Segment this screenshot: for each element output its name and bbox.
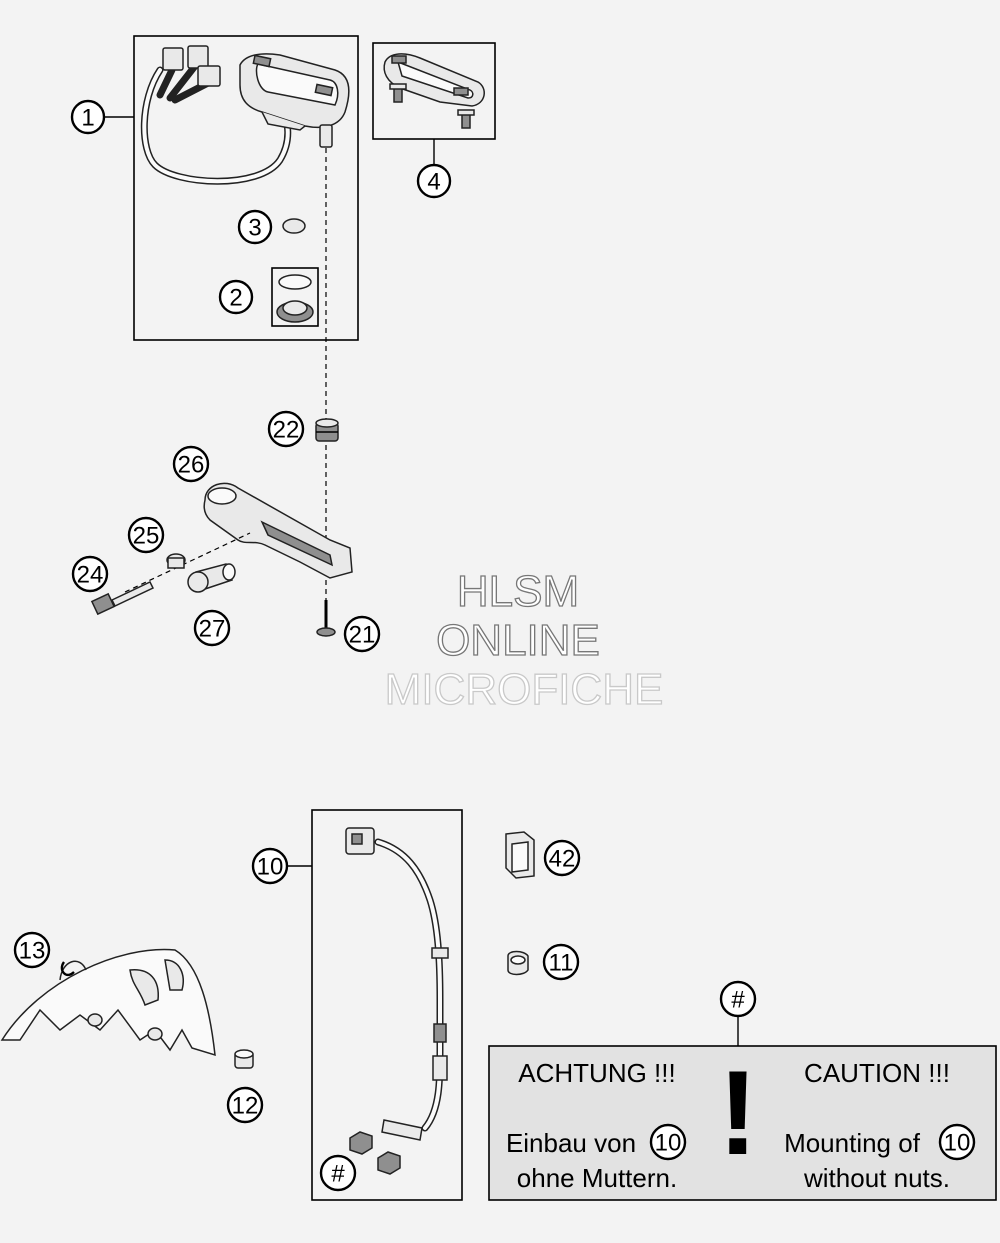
svg-text:13: 13 [19, 938, 46, 965]
group-box-speedometer [133, 35, 359, 341]
caution-german-ref: 10 [649, 1123, 687, 1161]
callout-3: 3 [237, 209, 273, 245]
callout-hash-sensor: # [319, 1154, 357, 1192]
callout-25: 25 [127, 516, 165, 554]
caution-german-line-1: Einbau von [506, 1128, 636, 1158]
part-13-circlip [60, 961, 75, 977]
part-24-bolt [90, 581, 155, 616]
part-2-battery-cover [276, 300, 314, 323]
callout-11: 11 [542, 943, 580, 981]
svg-text:22: 22 [273, 417, 300, 444]
part-12-spacer [234, 1049, 254, 1069]
part-3-cap [282, 218, 306, 234]
callout-hash-caution: # [719, 980, 757, 1018]
watermark-line-2: ONLINE [436, 616, 600, 665]
svg-text:21: 21 [349, 622, 376, 649]
caution-english-ref: 10 [938, 1123, 976, 1161]
speed-sensor-cable [345, 827, 449, 1141]
caution-english-title: CAUTION !!! [804, 1058, 950, 1088]
callout-1: 1 [70, 99, 106, 135]
callout-24: 24 [71, 555, 109, 593]
callout-10: 10 [251, 847, 289, 885]
svg-text:2: 2 [229, 285, 242, 312]
speedometer-wiring-harness [140, 45, 292, 185]
callout-27: 27 [193, 609, 231, 647]
callout-22: 22 [267, 410, 305, 448]
svg-text:#: # [331, 1161, 345, 1188]
svg-text:3: 3 [248, 215, 261, 242]
svg-text:26: 26 [178, 452, 205, 479]
caution-panel: ACHTUNG !!! Einbau von 10 ohne Muttern. … [488, 1045, 997, 1201]
cover-screws [389, 83, 475, 129]
group-box-part-2 [271, 267, 319, 327]
svg-text:25: 25 [133, 523, 160, 550]
svg-text:10: 10 [944, 1130, 971, 1157]
svg-text:4: 4 [427, 169, 440, 196]
brake-disc [0, 948, 216, 1057]
caution-exclamation-icon: ! [718, 1046, 758, 1180]
svg-text:10: 10 [257, 854, 284, 881]
svg-text:12: 12 [232, 1093, 259, 1120]
callout-42: 42 [543, 839, 581, 877]
part-21-screw [316, 600, 336, 637]
speedometer-unit [239, 53, 350, 148]
svg-text:1: 1 [81, 105, 94, 132]
group-box-speed-sensor [311, 809, 463, 1201]
part-22-grommet [315, 418, 339, 442]
svg-text:24: 24 [77, 562, 104, 589]
part-27-bushing [187, 563, 236, 593]
svg-text:#: # [731, 987, 745, 1014]
callout-26: 26 [172, 445, 210, 483]
part-2-o-ring [278, 274, 312, 290]
caution-english-line-1: Mounting of [784, 1128, 921, 1158]
part-42-cable-clip [505, 831, 535, 879]
part-25-spacer [166, 553, 186, 569]
watermark-line-1: HLSM [457, 567, 579, 616]
callout-21: 21 [343, 615, 381, 653]
svg-text:27: 27 [199, 616, 226, 643]
callout-2: 2 [218, 279, 254, 315]
callout-4: 4 [416, 163, 452, 199]
watermark-line-3: MICROFICHE [385, 665, 664, 714]
caution-german-line-2: ohne Muttern. [517, 1163, 677, 1193]
svg-text:10: 10 [655, 1130, 682, 1157]
callout-12: 12 [226, 1086, 264, 1124]
speedometer-cover [383, 53, 485, 107]
caution-english-line-2: without nuts. [803, 1163, 950, 1193]
callout-13: 13 [13, 931, 51, 969]
svg-text:11: 11 [549, 950, 574, 977]
sensor-nuts [349, 1131, 401, 1175]
caution-german-title: ACHTUNG !!! [518, 1058, 675, 1088]
part-11-cable-holder [507, 950, 529, 976]
svg-text:42: 42 [549, 846, 576, 873]
part-26-bracket [203, 482, 353, 579]
